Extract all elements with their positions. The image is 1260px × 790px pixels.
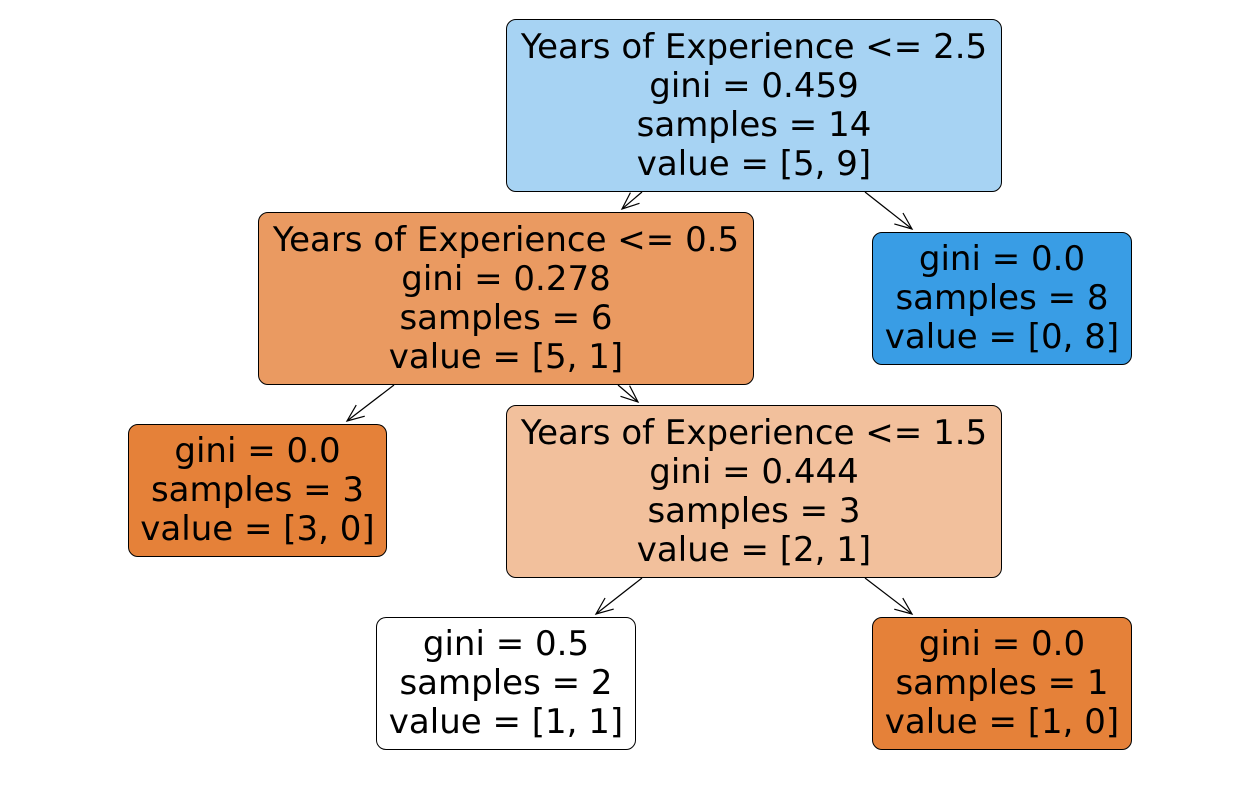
node-value: value = [5, 9] [636, 143, 872, 184]
edge-root-to-right [864, 191, 914, 230]
node-samples: samples = 3 [150, 470, 365, 510]
node-gini: gini = 0.278 [401, 258, 611, 299]
edge-left-to-split [617, 384, 640, 404]
edge-split-to-right-leaf [864, 577, 914, 615]
tree-node-split-inner: Years of Experience <= 1.5 gini = 0.444 … [506, 405, 1002, 578]
node-condition: Years of Experience <= 0.5 [272, 219, 740, 260]
node-samples: samples = 2 [399, 663, 613, 703]
node-value: value = [1, 0] [884, 702, 1120, 742]
tree-node-leaf: gini = 0.0 samples = 8 value = [0, 8] [872, 232, 1132, 365]
edge-split-to-left-leaf [594, 577, 643, 615]
node-samples: samples = 6 [399, 297, 613, 338]
node-value: value = [1, 1] [388, 702, 624, 742]
node-gini: gini = 0.0 [174, 431, 341, 471]
edge-root-to-left [620, 191, 643, 211]
edge-left-to-leaf [345, 384, 395, 422]
tree-node-root: Years of Experience <= 2.5 gini = 0.459 … [506, 19, 1002, 192]
tree-node-leaf: gini = 0.0 samples = 1 value = [1, 0] [872, 617, 1132, 750]
node-condition: Years of Experience <= 1.5 [520, 412, 988, 453]
node-samples: samples = 1 [895, 663, 1109, 703]
node-gini: gini = 0.5 [422, 624, 590, 664]
node-value: value = [0, 8] [884, 317, 1120, 357]
node-samples: samples = 14 [636, 104, 872, 145]
node-value: value = [3, 0] [140, 509, 375, 549]
node-gini: gini = 0.459 [649, 65, 859, 106]
node-gini: gini = 0.0 [918, 239, 1086, 279]
node-samples: samples = 3 [647, 490, 861, 531]
tree-node-leaf: gini = 0.5 samples = 2 value = [1, 1] [376, 617, 636, 750]
node-gini: gini = 0.0 [918, 624, 1086, 664]
tree-node-split-left: Years of Experience <= 0.5 gini = 0.278 … [258, 212, 754, 385]
node-gini: gini = 0.444 [649, 451, 859, 492]
tree-node-leaf: gini = 0.0 samples = 3 value = [3, 0] [128, 424, 387, 557]
node-condition: Years of Experience <= 2.5 [520, 26, 988, 67]
node-value: value = [2, 1] [636, 529, 872, 570]
node-samples: samples = 8 [895, 278, 1109, 318]
node-value: value = [5, 1] [388, 336, 624, 377]
